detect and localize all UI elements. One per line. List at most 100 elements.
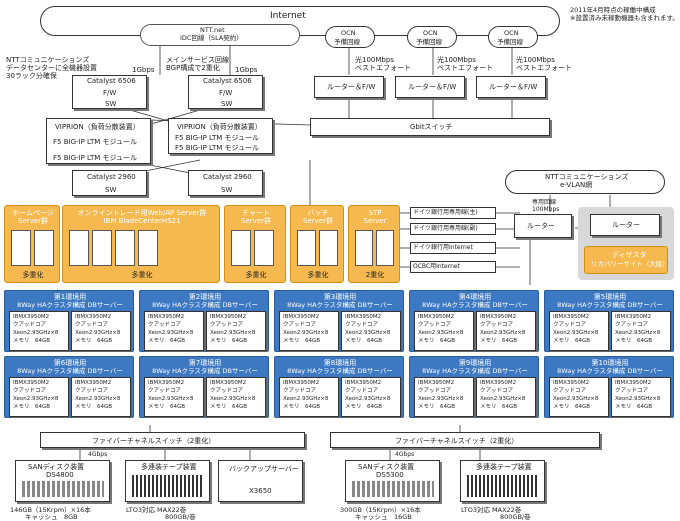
server-group-tag: 多重化 — [131, 271, 153, 279]
lto-left-2: 800GB/巻 — [165, 513, 196, 521]
server-icon — [376, 230, 394, 266]
disk-right-2: キャッシュ 16GB — [355, 513, 412, 521]
db-node-spec: クアッドコア — [553, 388, 587, 394]
main-service-1: メインサービス回線 — [166, 56, 229, 64]
db-node-model: IBMX3950M2 — [553, 314, 590, 320]
tape-left-title: 多連装テープ装置 — [141, 463, 197, 471]
db-node-spec: メモリ 64GB — [75, 404, 113, 410]
backup-server: バックアップサーバー X3650 — [218, 460, 303, 502]
line-box-3 — [410, 242, 496, 254]
light-2a: 光100Mbps — [437, 56, 476, 64]
viprion-right: VIPRION（負荷分散装置） F5 BIG-IP LTM モジュール F5 B… — [168, 118, 273, 154]
server-group-subtitle: IBM BladeCenterHS21 — [103, 217, 181, 225]
line-box-4 — [410, 261, 496, 273]
disk-left-2: キャッシュ 8GB — [25, 513, 78, 521]
db-node-model: IBMX3950M2 — [13, 314, 50, 320]
db-node-model: IBMX3950M2 — [615, 380, 652, 386]
db-node-spec: クアッドコア — [480, 388, 514, 394]
fc-switch-left — [40, 432, 305, 448]
db-subtitle: 8Way HAクラスタ構成 DBサーバー — [152, 367, 258, 375]
db-node-spec: Xeon2.93GHz×8 — [345, 396, 391, 402]
db-node-spec: クアッドコア — [75, 388, 109, 394]
db-node-spec: Xeon2.93GHz×8 — [418, 330, 464, 336]
line-label-2: ドイツ銀行用専用線(副) — [413, 225, 478, 232]
fc-switch-right-label: ファイバーチャネルスイッチ（2重化） — [395, 437, 519, 445]
db-node-spec: クアッドコア — [13, 388, 47, 394]
db-subtitle: 8Way HAクラスタ構成 DBサーバー — [17, 367, 123, 375]
gbit-switch — [310, 118, 550, 136]
cat2960-left-title: Catalyst 2960 — [87, 173, 136, 181]
db-node-spec: クアッドコア — [210, 388, 244, 394]
fc-switch-right — [330, 432, 600, 448]
catalyst2960-left: Catalyst 2960 SW — [72, 170, 147, 196]
db-node-spec: Xeon2.93GHz×8 — [210, 396, 256, 402]
db-title: 第2環境用 — [188, 293, 222, 301]
ocn-1-line2: 予備回線 — [334, 38, 360, 46]
viprion-right-mod1: F5 BIG-IP LTM モジュール — [175, 134, 260, 142]
db-subtitle: 8Way HAクラスタ構成 DBサーバー — [422, 301, 528, 309]
db-node-model: IBMX3950M2 — [148, 380, 185, 386]
db-node-spec: Xeon2.93GHz×8 — [480, 396, 526, 402]
db-node-spec: メモリ 64GB — [210, 404, 248, 410]
db-title: 第9環境用 — [458, 359, 492, 367]
db-node-spec: クアッドコア — [75, 322, 109, 328]
cat6506-left-fw: F/W — [103, 89, 117, 97]
server-icon — [297, 230, 316, 266]
ocn-2-line2: 予備回線 — [416, 38, 442, 46]
disk-array-right — [352, 481, 434, 497]
server-icon — [138, 230, 158, 266]
db-node-spec: Xeon2.93GHz×8 — [283, 330, 329, 336]
router-fw-2-label: ルーター＆F/W — [408, 83, 457, 91]
db-subtitle: 8Way HAクラスタ構成 DBサーバー — [17, 301, 123, 309]
evlan-router-left-label: ルーター — [527, 222, 555, 230]
ocn-1-line1: OCN — [341, 29, 356, 37]
db-node-spec: Xeon2.93GHz×8 — [75, 396, 121, 402]
backup-server-model: X3650 — [249, 487, 272, 495]
tape-slots-left — [132, 475, 204, 497]
db-subtitle: 8Way HAクラスタ構成 DBサーバー — [422, 367, 528, 375]
viprion-right-mod2: F5 BIG-IP LTM モジュール — [175, 144, 260, 152]
db-node-spec: メモリ 64GB — [283, 404, 321, 410]
db-node-spec: クアッドコア — [553, 322, 587, 328]
db-title: 第1環境用 — [53, 293, 87, 301]
db-title: 第5環境用 — [593, 293, 627, 301]
catalyst6506-left: Catalyst 6506 F/W SW — [72, 75, 147, 109]
db-node-spec: クアッドコア — [418, 388, 452, 394]
san-right: SANディスク装置 DS5300 — [345, 460, 440, 502]
db-node-spec: クアッドコア — [345, 322, 379, 328]
server-group-subtitle: Server群 — [241, 217, 271, 225]
ocn-oval-1 — [325, 26, 375, 48]
evlan-line2: e-VLAN網 — [560, 181, 593, 189]
gbps4-left: 4Gbps — [88, 451, 108, 458]
server-group-title: STP — [368, 209, 382, 217]
db-node-spec: メモリ 64GB — [148, 404, 186, 410]
backup-server-title: バックアップサーバー — [229, 465, 299, 473]
db-node-spec: Xeon2.93GHz×8 — [148, 330, 194, 336]
db-node-spec: Xeon2.93GHz×8 — [75, 330, 121, 336]
db-node-model: IBMX3950M2 — [13, 380, 50, 386]
db-node-spec: メモリ 64GB — [75, 338, 113, 344]
light-3a: 光100Mbps — [516, 56, 555, 64]
db-node-model: IBMX3950M2 — [75, 380, 112, 386]
light-1b: ベストエフォート — [355, 64, 412, 72]
db-node-model: IBMX3950M2 — [345, 314, 382, 320]
cat2960-left-sw: SW — [105, 186, 117, 194]
dr-router — [590, 214, 660, 236]
note-installed: ※設置済み未稼動機器も含まれます。 — [570, 14, 679, 22]
db-node-spec: メモリ 64GB — [480, 338, 518, 344]
server-icon — [34, 230, 54, 266]
